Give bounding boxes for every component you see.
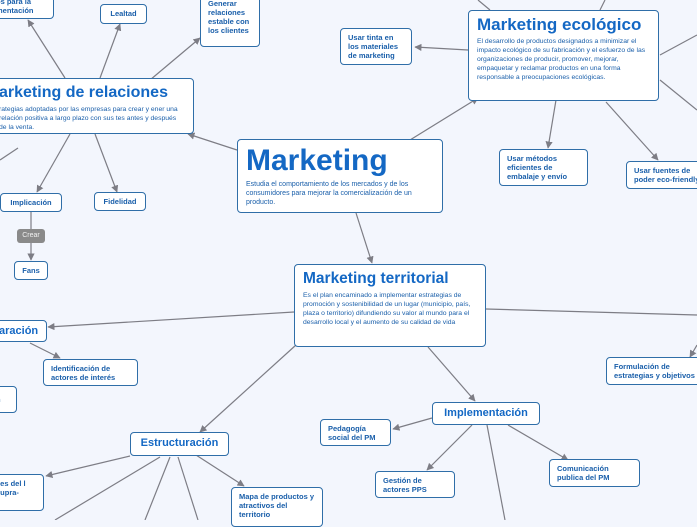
marketing-relaciones-node[interactable]: arketing de relaciones rategias adoptada… [0, 78, 194, 134]
node-lealtad[interactable]: Lealtad [100, 4, 147, 24]
ecologico-title: Marketing ecológico [477, 15, 642, 34]
node-implementacion[interactable]: Implementación [432, 402, 540, 425]
central-description: Estudia el comportamiento de los mercado… [246, 181, 412, 206]
node-preparacion[interactable]: aración [0, 320, 47, 342]
node-metodos-embalaje[interactable]: Usar métodos eficientes de embalaje y en… [499, 149, 588, 186]
marketing-central-node[interactable]: Marketing Estudia el comportamiento de l… [237, 139, 443, 213]
node-mapa-productos[interactable]: Mapa de productos y atractivos del terri… [231, 487, 323, 527]
ecologico-description: El desarrollo de productos designados a … [477, 38, 646, 81]
node-usar-tinta[interactable]: Usar tinta en los materiales de marketin… [340, 28, 412, 65]
node-identificacion-actores[interactable]: Identificación de actores de interés [43, 359, 138, 386]
marketing-territorial-node[interactable]: Marketing territorial Es el plan encamin… [294, 264, 486, 347]
central-title: Marketing [246, 144, 388, 177]
node-implementacion-partial[interactable]: os para la mentación [0, 0, 54, 19]
node-fidelidad[interactable]: Fidelidad [94, 192, 146, 211]
node-partial-left[interactable]: n [0, 386, 17, 413]
node-generar-relaciones[interactable]: Generar relaciones estable con los clien… [200, 0, 260, 47]
node-comunicacion-publica[interactable]: Comunicación publica del PM [549, 459, 640, 487]
territorial-title: Marketing territorial [303, 270, 449, 287]
node-implicacion[interactable]: Implicación [0, 193, 62, 212]
node-pedagogia-social[interactable]: Pedagogía social del PM [320, 419, 391, 446]
territorial-description: Es el plan encaminado a implementar estr… [303, 292, 471, 326]
node-estructuracion[interactable]: Estructuración [130, 432, 229, 456]
relaciones-title: arketing de relaciones [0, 84, 168, 101]
relaciones-description: rategias adoptadas por las empresas para… [0, 106, 178, 131]
relationship-label-crear[interactable]: Crear [17, 229, 45, 243]
node-indices[interactable]: ces del l supra- [0, 474, 44, 511]
marketing-ecologico-node[interactable]: Marketing ecológico El desarrollo de pro… [468, 10, 659, 101]
node-formulacion-estrategias[interactable]: Formulación de estrategias y objetivos [606, 357, 697, 385]
node-fans[interactable]: Fans [14, 261, 48, 280]
node-fuentes-poder[interactable]: Usar fuentes de poder eco-friendly [626, 161, 697, 189]
node-gestion-actores[interactable]: Gestión de actores PPS [375, 471, 455, 498]
